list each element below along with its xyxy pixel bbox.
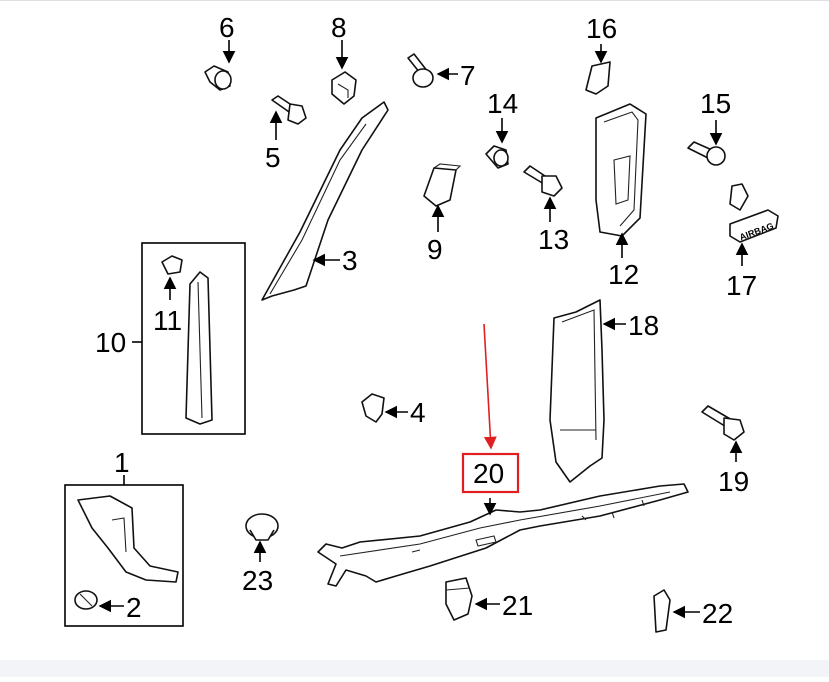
part-3-pillar-trim bbox=[261, 101, 389, 301]
part-15-bolt bbox=[687, 120, 726, 166]
callout-8: 8 bbox=[331, 12, 347, 43]
callout-22: 22 bbox=[702, 598, 733, 629]
part-10-group-box bbox=[132, 242, 246, 435]
callout-12: 12 bbox=[608, 259, 639, 290]
part-17-airbag-label: AIRBAG bbox=[729, 183, 779, 266]
part-12-upper-trim bbox=[595, 103, 647, 258]
part-18-lower-trim bbox=[549, 299, 626, 483]
part-8-bracket bbox=[331, 40, 357, 105]
callout-5: 5 bbox=[265, 142, 281, 173]
part-21-clip bbox=[445, 577, 500, 621]
part-14-clip bbox=[485, 118, 509, 169]
callout-23: 23 bbox=[242, 565, 273, 596]
part-1-group-box bbox=[64, 475, 184, 627]
callout-17: 17 bbox=[726, 270, 757, 301]
part-6-clip bbox=[204, 40, 236, 91]
callout-10: 10 bbox=[95, 327, 126, 358]
part-16-clip bbox=[585, 44, 611, 95]
callout-2: 2 bbox=[126, 592, 142, 623]
part-20-sill-plate bbox=[317, 483, 689, 587]
callout-1: 1 bbox=[114, 447, 130, 478]
callout-11: 11 bbox=[153, 305, 182, 336]
top-divider bbox=[0, 0, 829, 1]
part-19-bolt bbox=[701, 405, 745, 462]
part-4-clip bbox=[361, 393, 408, 423]
highlight-arrow bbox=[483, 323, 497, 450]
callout-9: 9 bbox=[427, 234, 443, 265]
callout-14: 14 bbox=[487, 88, 518, 119]
callout-3: 3 bbox=[342, 245, 358, 276]
callout-19: 19 bbox=[718, 466, 749, 497]
callout-15: 15 bbox=[700, 88, 731, 119]
part-13-bolt bbox=[523, 165, 563, 222]
part-7-bolt bbox=[407, 53, 458, 88]
callout-16: 16 bbox=[586, 13, 617, 44]
part-5-bolt bbox=[269, 95, 307, 140]
part-22-clip bbox=[653, 589, 700, 633]
callout-20: 20 bbox=[473, 458, 504, 489]
highlight-box bbox=[461, 452, 520, 494]
callout-21: 21 bbox=[502, 590, 533, 621]
footer-bar bbox=[0, 660, 829, 677]
callout-18: 18 bbox=[628, 310, 659, 341]
callout-6: 6 bbox=[219, 12, 235, 43]
callout-13: 13 bbox=[538, 224, 569, 255]
part-9-cover bbox=[423, 163, 462, 232]
callout-7: 7 bbox=[460, 60, 476, 91]
part-23-grommet bbox=[245, 513, 279, 562]
callout-4: 4 bbox=[410, 397, 426, 428]
